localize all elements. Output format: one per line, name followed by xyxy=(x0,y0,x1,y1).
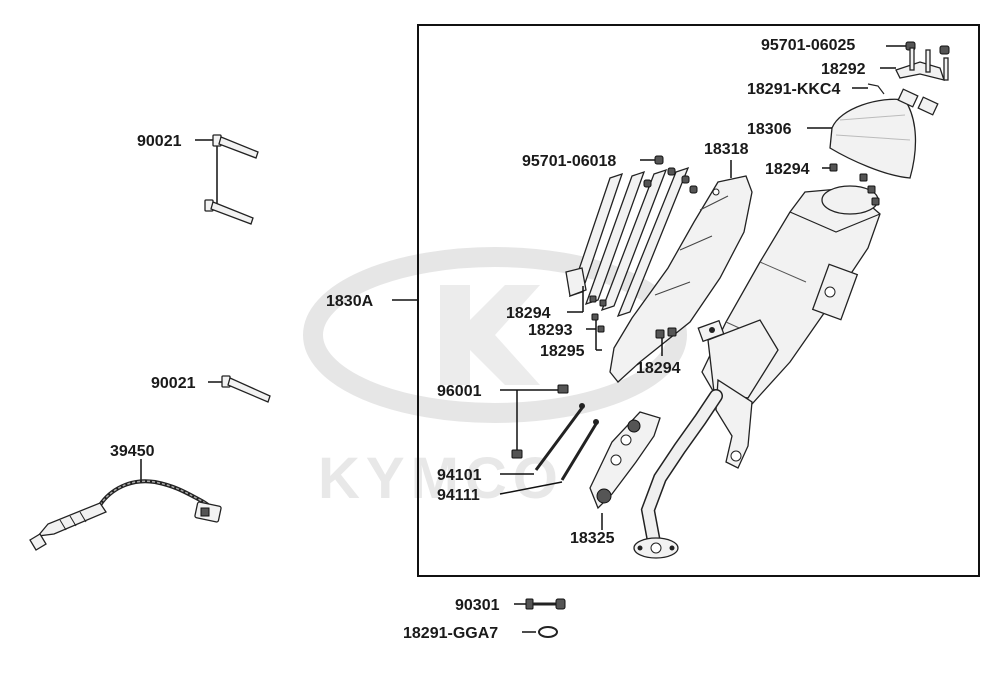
label-18294-lower: 18294 xyxy=(636,360,681,377)
label-18294-left: 18294 xyxy=(506,305,551,322)
label-18292: 18292 xyxy=(821,61,866,78)
shield-strips xyxy=(565,166,690,318)
screws-95701-06018 xyxy=(640,155,698,194)
label-18291-KKC4: 18291-KKC4 xyxy=(747,81,840,98)
label-18293: 18293 xyxy=(528,322,573,339)
label-94101: 94101 xyxy=(437,467,482,484)
oxygen-sensor-39450 xyxy=(29,459,222,551)
end-cap-18306 xyxy=(807,98,917,179)
label-18306: 18306 xyxy=(747,121,792,138)
exhaust-pipe xyxy=(633,389,723,559)
bolt-90021-single xyxy=(208,375,271,403)
fasteners-18294-18293-18295 xyxy=(567,286,607,351)
straps-94101-94111 xyxy=(499,403,599,495)
nuts-18294-top xyxy=(822,163,880,206)
label-18294-top: 18294 xyxy=(765,161,810,178)
label-1830A: 1830A xyxy=(326,293,374,310)
label-18318: 18318 xyxy=(704,141,749,158)
gasket-18291-GGA7 xyxy=(522,626,558,638)
muffler-body xyxy=(697,185,881,405)
muffler-bracket xyxy=(715,378,753,469)
label-95701-06025: 95701-06025 xyxy=(761,37,855,54)
watermark-k-logo xyxy=(440,285,540,385)
bracket-18325 xyxy=(589,411,661,530)
label-18325: 18325 xyxy=(570,530,615,547)
label-90021-top: 90021 xyxy=(137,133,182,150)
label-39450: 39450 xyxy=(110,443,155,460)
label-94111: 94111 xyxy=(437,487,480,504)
label-96001: 96001 xyxy=(437,383,482,400)
label-18291-GGA7: 18291-GGA7 xyxy=(403,625,498,642)
screw-90301 xyxy=(514,598,566,610)
watermark-ring xyxy=(303,247,687,423)
heat-shield-18318 xyxy=(609,160,753,383)
label-18295: 18295 xyxy=(540,343,585,360)
label-95701-06018: 95701-06018 xyxy=(522,153,616,170)
nut-18294-lower xyxy=(655,327,677,356)
label-90301: 90301 xyxy=(455,597,500,614)
label-90021-single: 90021 xyxy=(151,375,196,392)
bolt-90021-pair xyxy=(195,134,259,225)
clamp-96001 xyxy=(500,384,569,459)
cap-hardware xyxy=(852,41,950,116)
